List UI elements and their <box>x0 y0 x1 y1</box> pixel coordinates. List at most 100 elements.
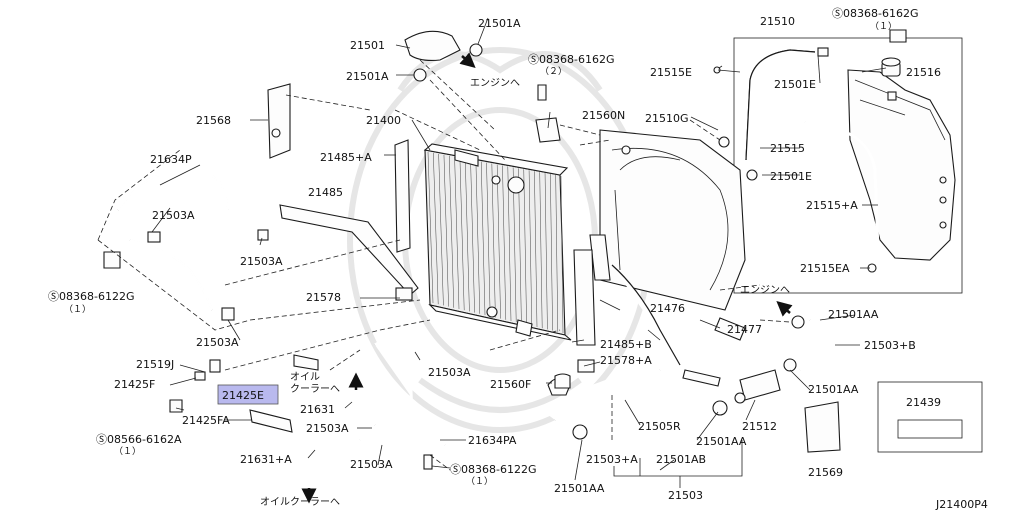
label-21503a-3[interactable]: 21503A <box>196 336 239 349</box>
label-21503a-plus[interactable]: 21503+A <box>586 453 638 466</box>
core-fin <box>443 154 449 307</box>
label-21510g[interactable]: 21510G <box>645 112 689 125</box>
label-21503[interactable]: 21503 <box>668 489 703 502</box>
oil-cooler-pipes <box>103 174 446 491</box>
highlight-21425e[interactable] <box>217 384 279 405</box>
label-21515a[interactable]: 21515+A <box>806 199 858 212</box>
label-21501[interactable]: 21501 <box>350 39 385 52</box>
label-21560f[interactable]: 21560F <box>490 378 531 391</box>
label-21476[interactable]: 21476 <box>650 302 685 315</box>
core-fin <box>507 166 512 322</box>
core-fin <box>496 164 501 319</box>
core-fin <box>449 155 455 308</box>
core-fin <box>480 161 486 316</box>
label-s08368-6162g-1[interactable]: Ⓢ08368-6162G <box>832 7 918 20</box>
core-fin <box>518 168 522 324</box>
core-fin <box>486 162 491 317</box>
label-s08368-6122g-1[interactable]: Ⓢ08368-6122G <box>48 290 134 303</box>
label-21634pa[interactable]: 21634PA <box>468 434 517 447</box>
label-oil-cooler-1: オイル <box>290 371 320 383</box>
lower-hoses <box>549 315 841 453</box>
label-21425e[interactable]: 21425E <box>222 389 264 402</box>
label-21578[interactable]: 21578 <box>306 291 341 304</box>
label-21515ea[interactable]: 21515EA <box>800 262 850 275</box>
label-21568[interactable]: 21568 <box>196 114 231 127</box>
label-21501aa-1[interactable]: 21501AA <box>828 308 879 321</box>
label-21569[interactable]: 21569 <box>808 466 843 479</box>
core-fin <box>534 171 538 328</box>
label-21519j[interactable]: 21519J <box>136 358 174 371</box>
label-21439[interactable]: 21439 <box>906 396 941 409</box>
label-21400[interactable]: 21400 <box>366 114 401 127</box>
core-fin <box>475 160 481 314</box>
core-fin <box>438 153 444 306</box>
core-fin <box>544 173 548 330</box>
label-21425f[interactable]: 21425F <box>114 378 155 391</box>
label-21510[interactable]: 21510 <box>760 15 795 28</box>
part-labels: 21510 Ⓢ08368-6162G （１） 21501A 21501 Ⓢ083… <box>48 7 988 510</box>
seals <box>267 83 596 396</box>
label-21503a-5[interactable]: 21503A <box>306 422 349 435</box>
label-oil-cooler-2: クーラーへ <box>290 383 340 395</box>
label-21501aa-4[interactable]: 21501AA <box>554 482 605 495</box>
core-fin <box>470 159 475 313</box>
label-s08368-6122g-2[interactable]: Ⓢ08368-6122G <box>450 463 536 476</box>
core-fin <box>523 169 527 325</box>
label-21425fa[interactable]: 21425FA <box>182 414 230 427</box>
label-21515e[interactable]: 21515E <box>650 66 692 79</box>
label-21512[interactable]: 21512 <box>742 420 777 433</box>
label-21516[interactable]: 21516 <box>906 66 941 79</box>
core-fin <box>427 151 434 304</box>
label-21631[interactable]: 21631 <box>300 403 335 416</box>
label-21503b[interactable]: 21503+B <box>864 339 916 352</box>
label-s08368-6162g-1-qty: （１） <box>870 21 897 32</box>
label-21477[interactable]: 21477 <box>727 323 762 336</box>
label-21485b[interactable]: 21485+B <box>600 338 652 351</box>
upper-hose <box>404 30 561 143</box>
dashed-leaders <box>97 59 791 471</box>
label-s08368-6122g-1-qty: （１） <box>64 304 91 315</box>
core-fin <box>528 170 533 326</box>
label-s08566-6162a-qty: （１） <box>114 446 141 457</box>
label-21560n[interactable]: 21560N <box>582 109 625 122</box>
label-21501e-bot[interactable]: 21501E <box>770 170 812 183</box>
label-21505r[interactable]: 21505R <box>638 420 681 433</box>
label-21501a-top[interactable]: 21501A <box>478 17 521 30</box>
core-fin <box>560 175 564 334</box>
label-21501ab[interactable]: 21501AB <box>656 453 706 466</box>
label-21501aa-2[interactable]: 21501AA <box>808 383 859 396</box>
label-21503a-2[interactable]: 21503A <box>240 255 283 268</box>
label-21578a[interactable]: 21578+A <box>600 354 652 367</box>
label-s08368-6122g-2-qty: （１） <box>466 476 493 487</box>
label-21485a[interactable]: 21485+A <box>320 151 372 164</box>
label-s08566-6162a[interactable]: Ⓢ08566-6162A <box>96 433 182 446</box>
label-21503a-6[interactable]: 21503A <box>350 458 393 471</box>
label-21503a-4[interactable]: 21503A <box>428 366 471 379</box>
label-21631a[interactable]: 21631+A <box>240 453 292 466</box>
radiator-core-fins <box>427 151 564 334</box>
label-s08368-6162g-2-qty: （２） <box>540 66 567 77</box>
radiator <box>423 143 572 341</box>
reservoir-group <box>713 29 963 294</box>
label-21501a-mid[interactable]: 21501A <box>346 70 389 83</box>
label-21503a-1[interactable]: 21503A <box>152 209 195 222</box>
label-ref: J21400P4 <box>935 498 988 510</box>
label-to-oil-cooler: オイルクーラーへ <box>260 496 340 508</box>
core-fin <box>464 158 470 312</box>
fan-shroud <box>589 129 746 366</box>
label-21501e-top[interactable]: 21501E <box>774 78 816 91</box>
part-21439-box <box>877 381 983 453</box>
core-fin <box>539 172 543 329</box>
label-21515[interactable]: 21515 <box>770 142 805 155</box>
core-fin <box>454 156 460 310</box>
label-21485[interactable]: 21485 <box>308 186 343 199</box>
core-fin <box>550 174 553 331</box>
label-21501aa-3[interactable]: 21501AA <box>696 435 747 448</box>
core-fin <box>433 152 439 305</box>
core-fin <box>555 175 559 332</box>
label-s08368-6162g-2[interactable]: Ⓢ08368-6162G <box>528 53 614 66</box>
label-21634p[interactable]: 21634P <box>150 153 192 166</box>
label-to-engine-top: エンジンへ <box>470 78 520 89</box>
core-fin <box>502 165 507 320</box>
